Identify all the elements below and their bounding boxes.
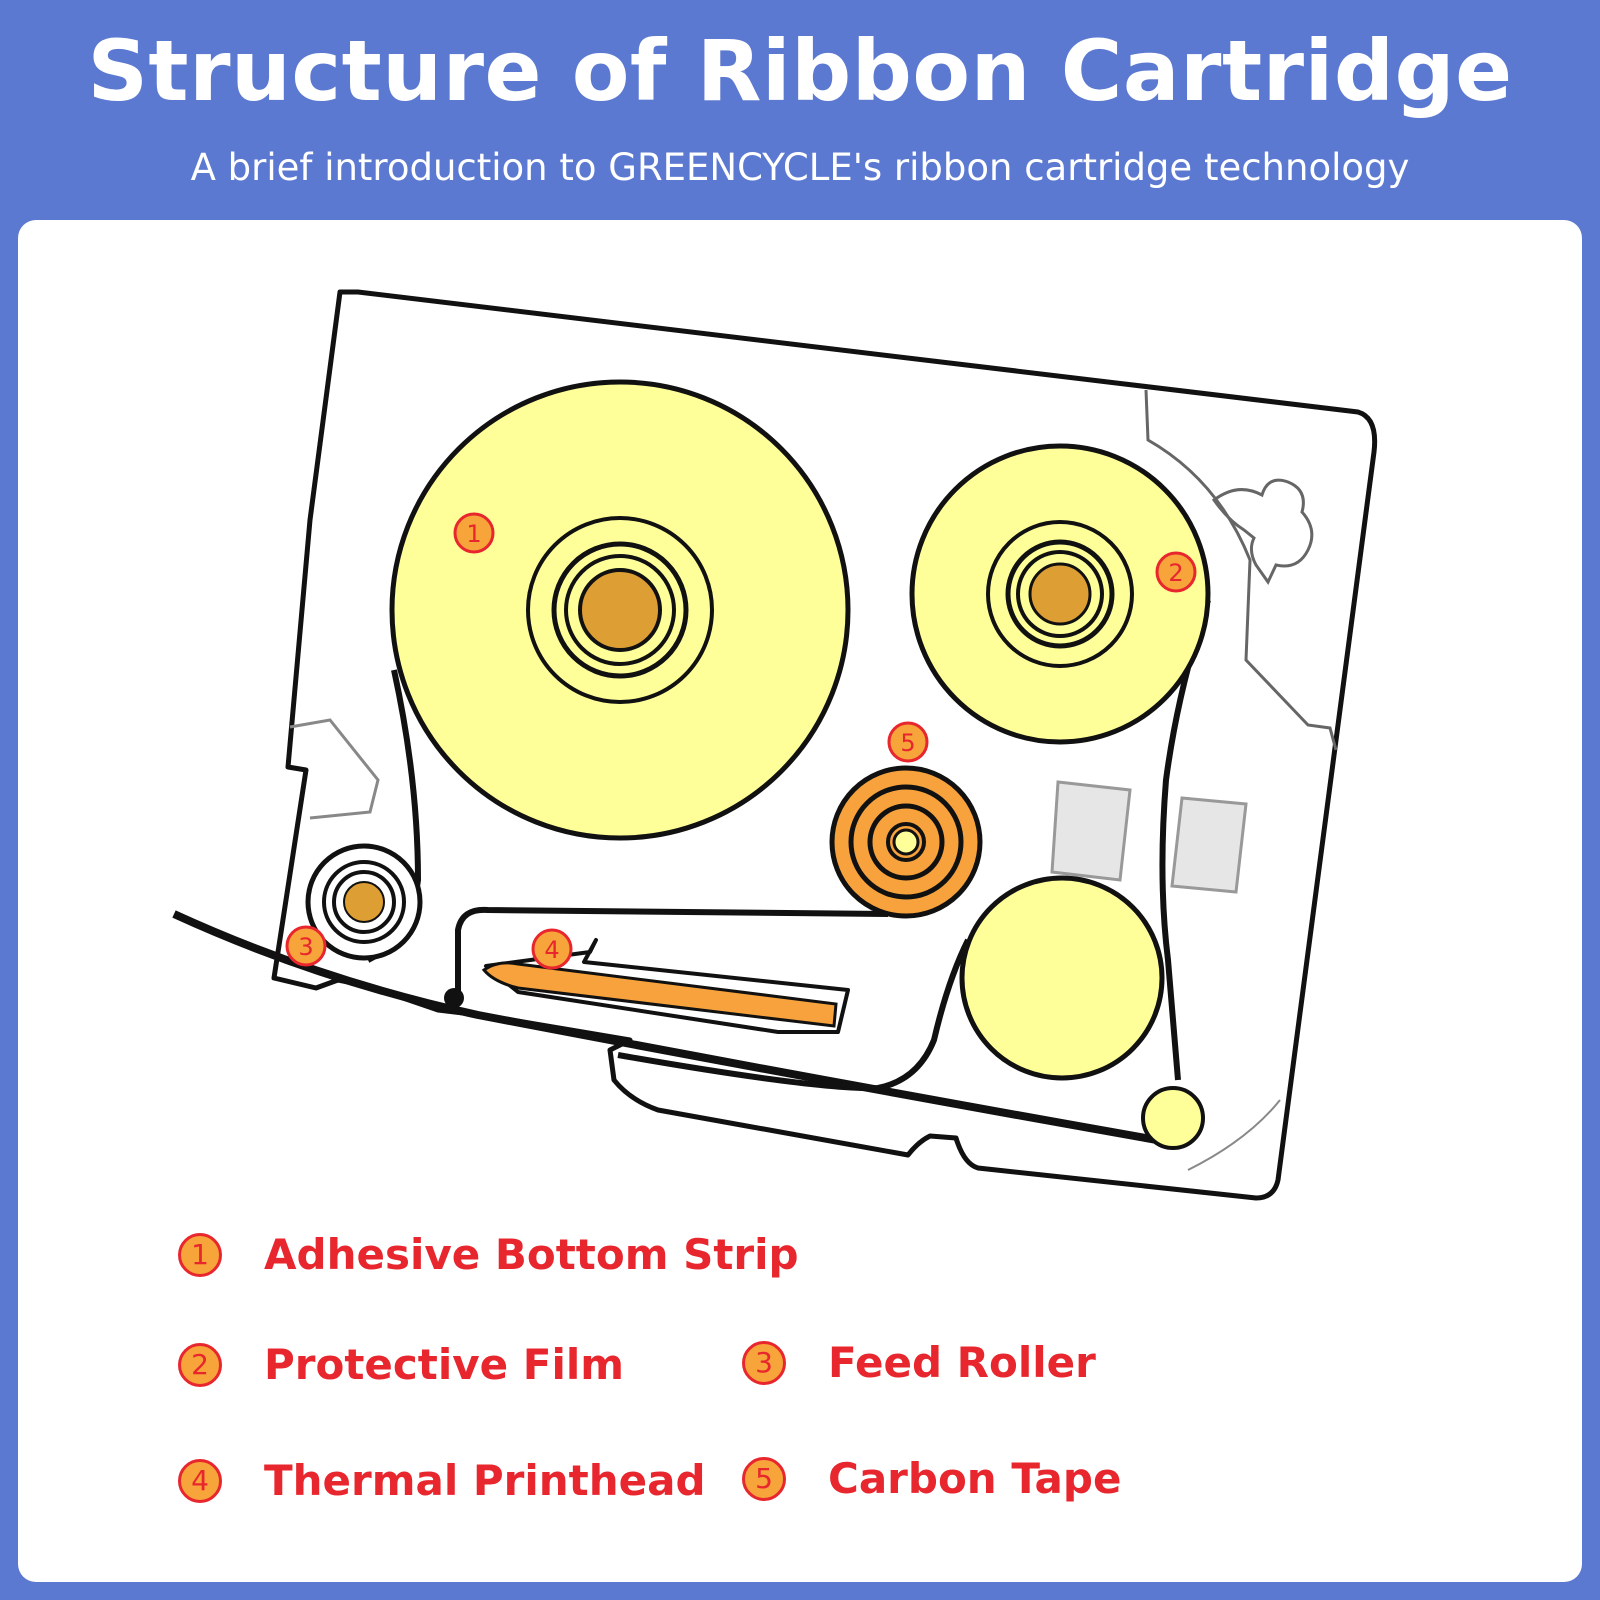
reel-1-core <box>578 568 662 652</box>
legend-label-1: Adhesive Bottom Strip <box>264 1230 799 1279</box>
legend-item-adhesive-bottom-strip: 1 Adhesive Bottom Strip <box>178 1230 799 1279</box>
reel-lower-right <box>959 875 1165 1081</box>
tape-path-top-printhead <box>455 906 889 1000</box>
legend-item-carbon-tape: 5 Carbon Tape <box>742 1454 1121 1503</box>
legend-badge-4: 4 <box>178 1458 222 1503</box>
legend-badge-5: 5 <box>742 1456 786 1501</box>
svg-text:5: 5 <box>900 729 915 757</box>
legend-label-4: Thermal Printhead <box>264 1456 706 1505</box>
marker-1: 1 <box>453 512 495 554</box>
marker-5: 5 <box>887 721 929 763</box>
legend-badge-1: 1 <box>178 1232 222 1277</box>
svg-text:1: 1 <box>466 520 481 548</box>
spool-5-ring-2 <box>867 803 945 881</box>
page-title: Structure of Ribbon Cartridge <box>87 22 1513 120</box>
legend-badge-2: 2 <box>178 1342 222 1387</box>
tape-path-lower <box>617 938 971 1092</box>
marker-3: 3 <box>285 925 327 967</box>
marker-4: 4 <box>531 928 573 970</box>
output-tape <box>172 910 1169 1146</box>
window-right <box>1170 796 1248 894</box>
feed-roller-core <box>343 881 385 923</box>
svg-text:3: 3 <box>298 933 313 961</box>
housing-inner-left <box>289 718 380 820</box>
spool-5-hole <box>892 828 920 856</box>
cartridge-diagram: 1 2 3 4 5 <box>172 289 1378 1201</box>
housing-clip-shape <box>1211 478 1314 585</box>
marker-2: 2 <box>1155 551 1197 593</box>
diagram-panel: 1 2 3 4 5 1 Adhesive Bottom Strip 2 Prot… <box>18 220 1582 1582</box>
legend-label-5: Carbon Tape <box>828 1454 1122 1503</box>
legend-badge-3: 3 <box>742 1340 786 1385</box>
legend-item-protective-film: 2 Protective Film <box>178 1340 624 1389</box>
legend-label-2: Protective Film <box>264 1340 625 1389</box>
spool-5-ring-1 <box>848 784 964 900</box>
page-subtitle: A brief introduction to GREENCYCLE's rib… <box>190 146 1410 189</box>
housing-inner-right <box>1144 389 1338 751</box>
small-pinch-roller <box>1141 1086 1205 1150</box>
reel-2-core <box>1028 562 1092 626</box>
window-left <box>1050 780 1132 882</box>
svg-text:2: 2 <box>1168 559 1183 587</box>
legend-item-thermal-printhead: 4 Thermal Printhead <box>178 1456 706 1505</box>
spool-5-ring-3 <box>886 822 926 862</box>
guide-pin <box>444 988 464 1008</box>
svg-text:4: 4 <box>544 936 559 964</box>
legend-item-feed-roller: 3 Feed Roller <box>742 1338 1096 1387</box>
thermal-printhead <box>481 961 838 1028</box>
legend-label-3: Feed Roller <box>828 1338 1096 1387</box>
housing-inner-bottom-right <box>1187 1099 1281 1171</box>
